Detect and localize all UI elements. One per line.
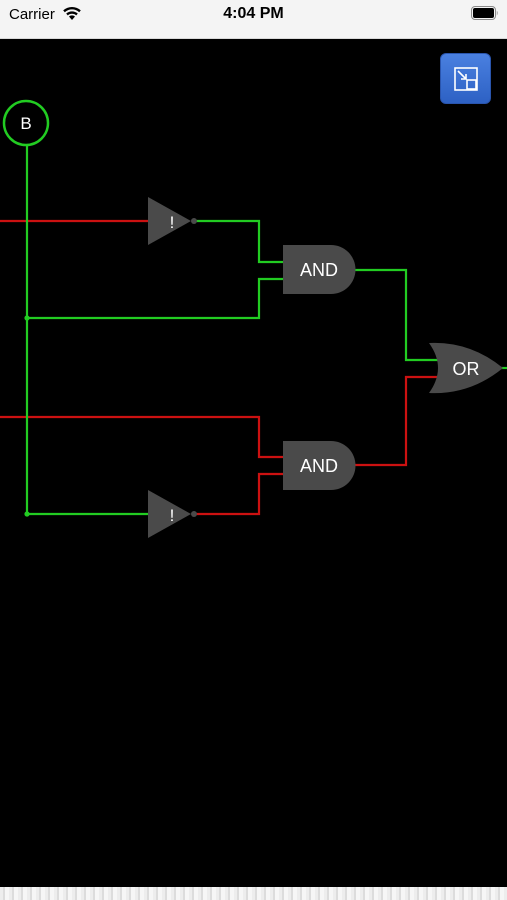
wire-green-and1-to-or — [355, 268, 438, 362]
circuit-diagram: B ! ! AND AND OR — [0, 99, 507, 538]
and-gate-2-label: AND — [300, 456, 338, 476]
and-gate-1-label: AND — [300, 260, 338, 280]
fit-to-screen-icon — [454, 67, 478, 91]
or-gate-label: OR — [453, 359, 480, 379]
battery-icon — [471, 6, 499, 25]
not-gate-1[interactable]: ! — [148, 197, 197, 245]
home-indicator-bar — [0, 887, 507, 900]
input-node-label: B — [20, 114, 31, 133]
wire-red-and2-to-or — [355, 375, 438, 467]
input-node-b[interactable]: B — [2, 99, 50, 147]
wire-green-not1-to-and1 — [195, 219, 283, 264]
junction-dot — [24, 315, 30, 321]
not-gate-2-label: ! — [170, 506, 175, 525]
clock: 4:04 PM — [223, 5, 284, 22]
fit-to-screen-button[interactable] — [440, 53, 491, 104]
and-gate-1[interactable]: AND — [283, 245, 356, 294]
wire-red-input-to-and2 — [0, 415, 283, 459]
status-bar: Carrier 4:04 PM — [0, 0, 507, 39]
junction-dot — [24, 511, 30, 517]
wire-green-branch-to-and1 — [27, 277, 283, 320]
and-gate-2[interactable]: AND — [283, 441, 356, 490]
wire-red-not2-to-and2 — [195, 472, 283, 516]
wifi-icon — [62, 5, 82, 26]
circuit-canvas[interactable]: B ! ! AND AND OR — [0, 39, 507, 887]
not-gate-2[interactable]: ! — [148, 490, 197, 538]
carrier-label: Carrier — [9, 6, 55, 23]
or-gate[interactable]: OR — [429, 342, 503, 394]
not-gate-1-label: ! — [170, 213, 175, 232]
